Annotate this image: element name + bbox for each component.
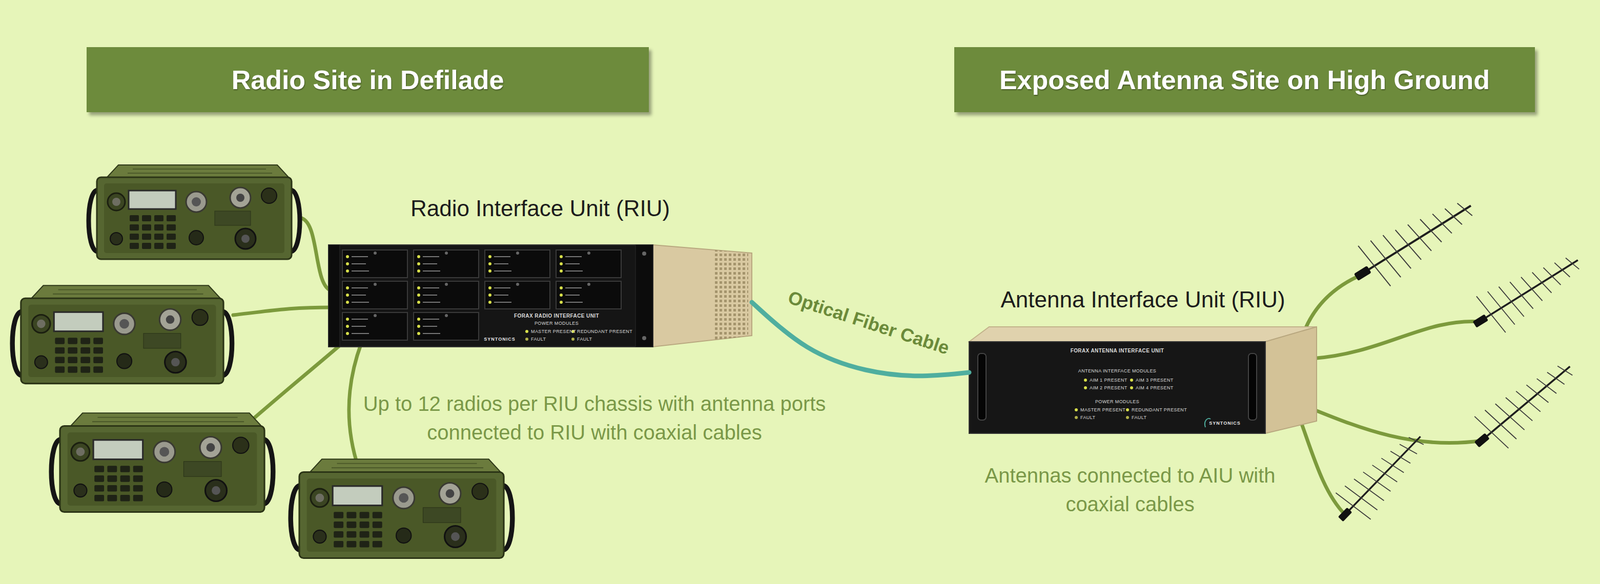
riu-screw (642, 251, 647, 256)
aiu-top (969, 326, 1317, 342)
radio-module (413, 312, 479, 341)
faceplate-text: FORAX RADIO INTERFACE UNIT (514, 313, 600, 319)
radio (290, 459, 513, 559)
radio-module (556, 250, 622, 278)
coax-cable (245, 343, 343, 426)
radio-module (413, 281, 479, 310)
status-led (571, 337, 575, 341)
coax-cable (1311, 321, 1482, 359)
coax-cable (349, 343, 362, 469)
section-banner: Radio Site in Defilade (86, 47, 649, 113)
faceplate-text: POWER MODULES (534, 320, 579, 326)
node-heading: Radio Site in Defilade (231, 64, 505, 96)
led-label: FAULT (1131, 415, 1147, 421)
yagi-antenna (1324, 421, 1437, 535)
status-led (1074, 416, 1078, 420)
riu-vent (714, 250, 749, 341)
coax-cable (1296, 409, 1346, 516)
brand-logo: SYNTONICS (1208, 420, 1241, 426)
riu-screw (642, 336, 647, 341)
aiu-front (969, 341, 1266, 434)
riu-front (328, 244, 653, 347)
led-label: REDUNDANT PRESENT (577, 329, 633, 335)
status-led (525, 330, 529, 334)
radio-module (342, 312, 408, 341)
caption-note: Antennas connected to AIU with coaxial c… (983, 461, 1277, 519)
coax-cable (233, 307, 333, 316)
status-led (1130, 378, 1134, 382)
radio (88, 165, 300, 260)
led-label: REDUNDANT PRESENT (1131, 407, 1187, 413)
faceplate-text: FORAX ANTENNA INTERFACE UNIT (1070, 347, 1165, 354)
led-label: FAULT (1080, 415, 1096, 421)
caption-note: Up to 12 radios per RIU chassis with ant… (353, 389, 836, 447)
led-label: AIM 1 PRESENT (1089, 377, 1128, 383)
status-led (1125, 416, 1130, 420)
led-label: FAULT (577, 336, 592, 342)
riu-ear (635, 244, 653, 347)
yagi-antenna (1461, 349, 1585, 463)
status-led (1083, 386, 1087, 390)
aiu-side (1265, 326, 1317, 434)
led-label: AIM 4 PRESENT (1135, 385, 1174, 391)
brand-logo: SYNTONICS (483, 336, 516, 342)
node-heading: Antenna Interface Unit (RIU) (1000, 286, 1285, 313)
led-label: FAULT (530, 336, 546, 342)
status-led (1083, 378, 1087, 382)
radio (51, 413, 274, 512)
aiu-handle (1248, 353, 1257, 421)
status-led (1074, 408, 1078, 412)
radio-module (413, 250, 479, 278)
faceplate-text: POWER MODULES (1095, 399, 1140, 405)
radio-module (342, 250, 408, 278)
faceplate-text: ANTENNA INTERFACE MODULES (1078, 368, 1157, 374)
node-heading: Exposed Antenna Site on High Ground (999, 64, 1490, 96)
node-heading: Radio Interface Unit (RIU) (410, 195, 670, 222)
coax-cable (1301, 404, 1483, 444)
led-label: MASTER PRESENT (530, 329, 577, 335)
led-label: MASTER PRESENT (1080, 407, 1126, 413)
radio-module (484, 250, 550, 278)
yagi-antenna (1342, 183, 1485, 300)
yagi-antenna (1462, 240, 1590, 345)
section-banner: Exposed Antenna Site on High Ground (954, 47, 1535, 113)
status-led (525, 337, 529, 341)
led-label: AIM 3 PRESENT (1135, 377, 1174, 383)
radio-module (556, 281, 622, 310)
led-label: AIM 2 PRESENT (1089, 385, 1128, 391)
radio-module (342, 281, 408, 310)
radio-module (484, 281, 550, 310)
radio (12, 285, 232, 384)
aiu-handle (977, 353, 987, 421)
riu-ear (328, 244, 340, 347)
coax-cable (299, 217, 333, 292)
status-led (1125, 408, 1130, 412)
status-led (1130, 386, 1134, 390)
riu-side (652, 244, 752, 347)
